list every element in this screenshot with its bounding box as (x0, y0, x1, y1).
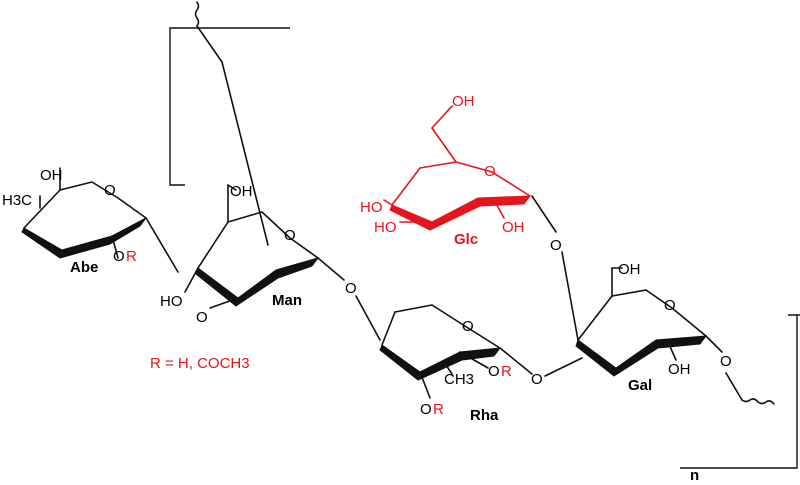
rha-ring-front-wedge (379, 344, 501, 381)
man-ring-front-wedge (195, 257, 319, 307)
rha-ring-o-label: O (462, 318, 474, 335)
glc-c6-oh-bond (431, 105, 453, 129)
man-to-rha-bond (317, 257, 345, 281)
gal-c1-o-bond (705, 335, 723, 353)
gal-to-exit-bond (725, 372, 743, 401)
man-c6-oh-bond (227, 184, 237, 191)
glc-ring-back (419, 161, 531, 197)
abe-sugar-label: Abe (70, 259, 98, 276)
top-to-rha-bond (221, 61, 269, 246)
gal-ring-back (611, 289, 707, 337)
glc-oh-label: OH (502, 219, 525, 236)
man-o3-bond (209, 297, 239, 309)
abe-ring-back (59, 181, 119, 199)
glc-oh-top-label: OH (452, 93, 475, 110)
man-ho-label: HO (160, 293, 183, 310)
man-o3-label: O (196, 309, 208, 326)
o-to-rha-bond (355, 295, 381, 341)
rha-or-down-r-label: R (433, 401, 444, 418)
glc-c4-ho-bond (383, 199, 393, 206)
gal-glc-glycosidic-o: O (550, 237, 562, 254)
rha-ch3-label: CH3 (444, 371, 474, 388)
rha-to-gal-bond (499, 347, 533, 375)
abe-ring-o-label: O (104, 182, 116, 199)
gal-ring-o-label: O (664, 297, 676, 314)
glc-residue: OH O HO HO OH Glc (360, 93, 531, 248)
o-to-glc-bond (531, 195, 557, 233)
rha-or-right-r-label: R (501, 363, 512, 380)
rha-ch3-bond (443, 361, 453, 375)
glc-ring-o-label: O (484, 163, 496, 180)
abe-ring-front-wedge (21, 217, 147, 259)
gal-sugar-label: Gal (628, 377, 652, 394)
gal-exit-o-label: O (720, 353, 732, 370)
abe-oh-label: OH (40, 167, 63, 184)
glc-ho-bottom-label: HO (374, 219, 397, 236)
gal-oh-label: OH (668, 361, 691, 378)
rha-ring-back (394, 304, 501, 349)
abe-residue: OH H3C O O R Abe (2, 167, 179, 276)
top-wavy-bond (194, 1, 200, 27)
abe-or-o-label: O (113, 248, 125, 265)
gal-c2-oh-bond (667, 341, 677, 361)
gal-oh-top-label: OH (618, 261, 641, 278)
right-bracket (680, 314, 800, 469)
o-to-gal-bond (544, 357, 583, 377)
glc-c6-bond (431, 127, 457, 163)
abe-h3c-label: H3C (2, 192, 32, 209)
gal-ring-left (577, 295, 613, 341)
repeat-subscript-n: n (690, 467, 699, 484)
abe-c2-or-bond (111, 235, 119, 259)
top-chain-bond (196, 25, 223, 63)
rha-or-right-bond (459, 351, 489, 369)
man-residue: OH O HO O Man (160, 183, 345, 326)
man-ring-left (197, 221, 229, 269)
glc-c2-oh-bond (493, 199, 505, 219)
repeat-unit-brackets: n (169, 27, 800, 484)
rha-gal-glycosidic-o: O (531, 371, 543, 388)
man-oh-label: OH (230, 183, 253, 200)
bottom-wavy-bond (741, 398, 775, 405)
man-ho-bond (184, 267, 199, 293)
abe-ring-side (23, 189, 147, 229)
left-bracket (169, 27, 290, 186)
rha-sugar-label: Rha (470, 407, 499, 424)
man-rha-glycosidic-o: O (345, 280, 357, 297)
glc-sugar-label: Glc (454, 231, 478, 248)
rha-or-right-o-label: O (488, 363, 500, 380)
man-sugar-label: Man (272, 292, 302, 309)
chain-continuation-bonds (194, 1, 775, 405)
glc-ho-left-label: HO (360, 199, 383, 216)
gal-residue: OH O OH O Gal (561, 251, 732, 394)
man-ring-o-label: O (284, 227, 296, 244)
gal-c4-glc-bond (561, 251, 579, 341)
glc-ring-left (391, 167, 421, 206)
rha-or-down-o-label: O (420, 401, 432, 418)
abe-or-r-label: R (126, 248, 137, 265)
rha-residue: O O R CH3 O R Rha (379, 304, 533, 424)
rha-or-down-bond (419, 371, 431, 399)
rha-ring-left (381, 311, 396, 346)
r-definition-note: R = H, COCH3 (150, 355, 250, 372)
abe-to-man-bond (145, 217, 179, 273)
gal-ring-front-wedge (575, 335, 707, 377)
man-ring-back (227, 211, 319, 259)
